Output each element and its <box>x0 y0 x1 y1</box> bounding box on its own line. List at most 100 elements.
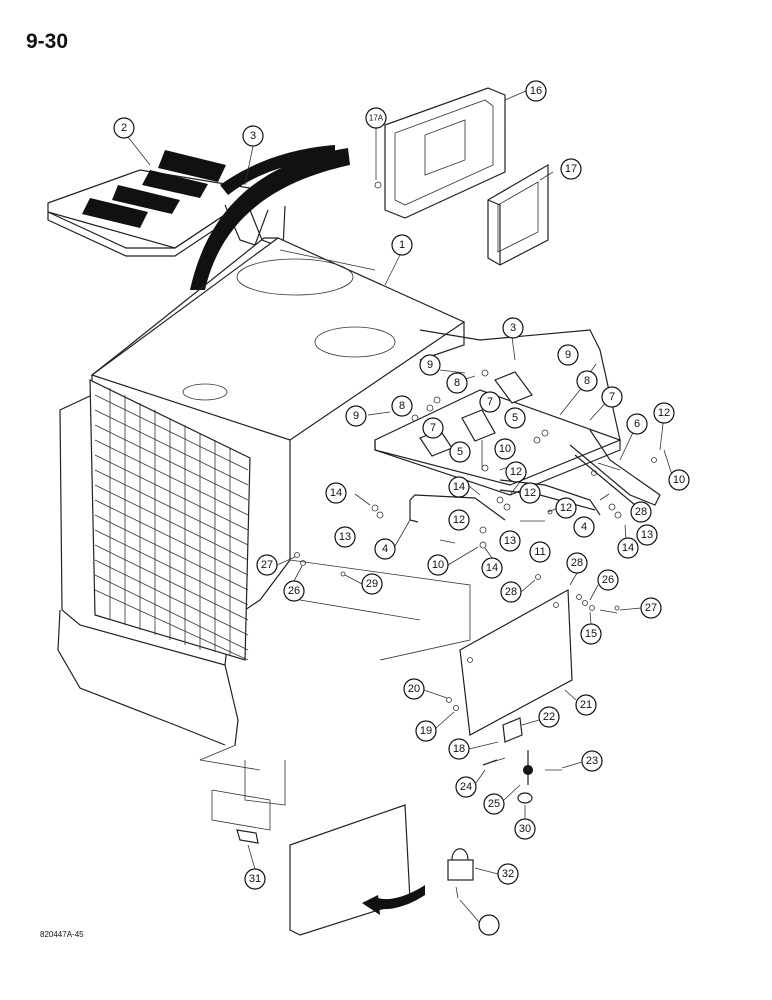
callout-27: 15 <box>580 623 602 645</box>
svg-text:3: 3 <box>510 322 516 334</box>
svg-text:13: 13 <box>641 529 653 541</box>
svg-text:12: 12 <box>524 487 536 499</box>
svg-text:8: 8 <box>584 375 590 387</box>
svg-text:12: 12 <box>510 466 522 478</box>
svg-text:30: 30 <box>519 823 531 835</box>
svg-text:11: 11 <box>534 546 545 558</box>
callout-7: 7 <box>479 391 501 413</box>
callout-14: 14 <box>617 537 639 559</box>
svg-text:18: 18 <box>453 743 465 755</box>
svg-text:26: 26 <box>288 585 300 597</box>
assembly-arrow-top <box>190 145 350 290</box>
callout-12: 12 <box>519 482 541 504</box>
svg-text:5: 5 <box>457 446 463 458</box>
callout-4: 4 <box>573 516 595 538</box>
callout-28: 26 <box>597 569 619 591</box>
drawing-code: 820447A-45 <box>40 930 84 939</box>
callout-4: 4 <box>374 538 396 560</box>
svg-text:9: 9 <box>353 410 359 422</box>
side-shelf <box>374 329 622 496</box>
svg-text:12: 12 <box>560 502 572 514</box>
callout-13: 13 <box>499 530 521 552</box>
callout-1: 1 <box>391 234 413 256</box>
callout-12: 12 <box>505 461 527 483</box>
svg-text:27: 27 <box>261 559 273 571</box>
callout-10: 10 <box>494 438 516 460</box>
callout-14: 14 <box>448 476 470 498</box>
svg-text:27: 27 <box>645 602 657 614</box>
callout-28: 28 <box>566 552 588 574</box>
svg-text:24: 24 <box>460 781 472 793</box>
leader-lines-lower <box>247 249 642 923</box>
callout-9: 9 <box>419 354 441 376</box>
callout-5: 5 <box>504 407 526 429</box>
callout-2: 2 <box>113 117 135 139</box>
callout-8: 8 <box>391 395 413 417</box>
callout-29: 28 <box>500 581 522 603</box>
svg-text:7: 7 <box>609 391 615 403</box>
callout-28: 27 <box>256 554 278 576</box>
callout-12: 28 <box>630 501 652 523</box>
callout-26: 27 <box>640 597 662 619</box>
svg-text:3: 3 <box>250 130 256 142</box>
callout-23: 24 <box>455 776 477 798</box>
svg-text:17: 17 <box>565 163 577 175</box>
svg-text:26: 26 <box>602 574 614 586</box>
svg-text:21: 21 <box>580 699 592 711</box>
svg-text:13: 13 <box>339 531 351 543</box>
callout-25: 30 <box>514 818 536 840</box>
callout-6: 6 <box>626 413 648 435</box>
svg-text:6: 6 <box>634 418 640 430</box>
svg-text:15: 15 <box>585 628 597 640</box>
callout-12: 12 <box>653 402 675 424</box>
svg-text:23: 23 <box>586 755 598 767</box>
callout-12: 12 <box>448 509 470 531</box>
svg-text:17A: 17A <box>369 114 384 123</box>
svg-text:5: 5 <box>512 412 518 424</box>
svg-text:28: 28 <box>571 557 583 569</box>
panel-screw <box>374 155 382 189</box>
bolts <box>439 440 673 771</box>
callout-30: 31 <box>244 868 266 890</box>
svg-text:19: 19 <box>420 725 432 737</box>
svg-text:12: 12 <box>453 514 465 526</box>
svg-text:10: 10 <box>432 559 444 571</box>
callout-17: 17 <box>560 158 582 180</box>
callout-13: 13 <box>334 526 356 548</box>
callout-3: 3 <box>502 317 524 339</box>
support-arm <box>569 429 661 506</box>
callout-24: 25 <box>483 793 505 815</box>
callout-10: 10 <box>668 469 690 491</box>
svg-text:1: 1 <box>399 239 405 251</box>
air-duct <box>487 163 549 266</box>
svg-text:25: 25 <box>488 798 500 810</box>
latch-assembly <box>482 717 533 804</box>
callout-15: 21 <box>575 694 597 716</box>
svg-text:12: 12 <box>658 407 670 419</box>
callout-5: 5 <box>449 441 471 463</box>
callout-3: 3 <box>242 125 264 147</box>
lower-door <box>289 804 425 936</box>
svg-text:8: 8 <box>399 400 405 412</box>
svg-text:9: 9 <box>427 359 433 371</box>
hood-body <box>57 237 471 831</box>
callout-20: 19 <box>415 720 437 742</box>
svg-text:31: 31 <box>249 873 261 885</box>
svg-text:13: 13 <box>504 535 516 547</box>
callout-13: 13 <box>636 524 658 546</box>
svg-text:28: 28 <box>635 506 647 518</box>
rear-panel <box>384 87 506 219</box>
padlock <box>447 848 474 881</box>
callout-19: 22 <box>538 706 560 728</box>
svg-text:14: 14 <box>330 487 342 499</box>
callout-8: 8 <box>446 372 468 394</box>
callout-22: 18 <box>448 738 470 760</box>
svg-text:32: 32 <box>502 868 514 880</box>
callout-10: 10 <box>427 554 449 576</box>
callout-14: 14 <box>325 482 347 504</box>
svg-text:7: 7 <box>487 396 493 408</box>
svg-text:2: 2 <box>121 122 127 134</box>
svg-text:14: 14 <box>453 481 465 493</box>
side-access-panel <box>459 589 573 736</box>
